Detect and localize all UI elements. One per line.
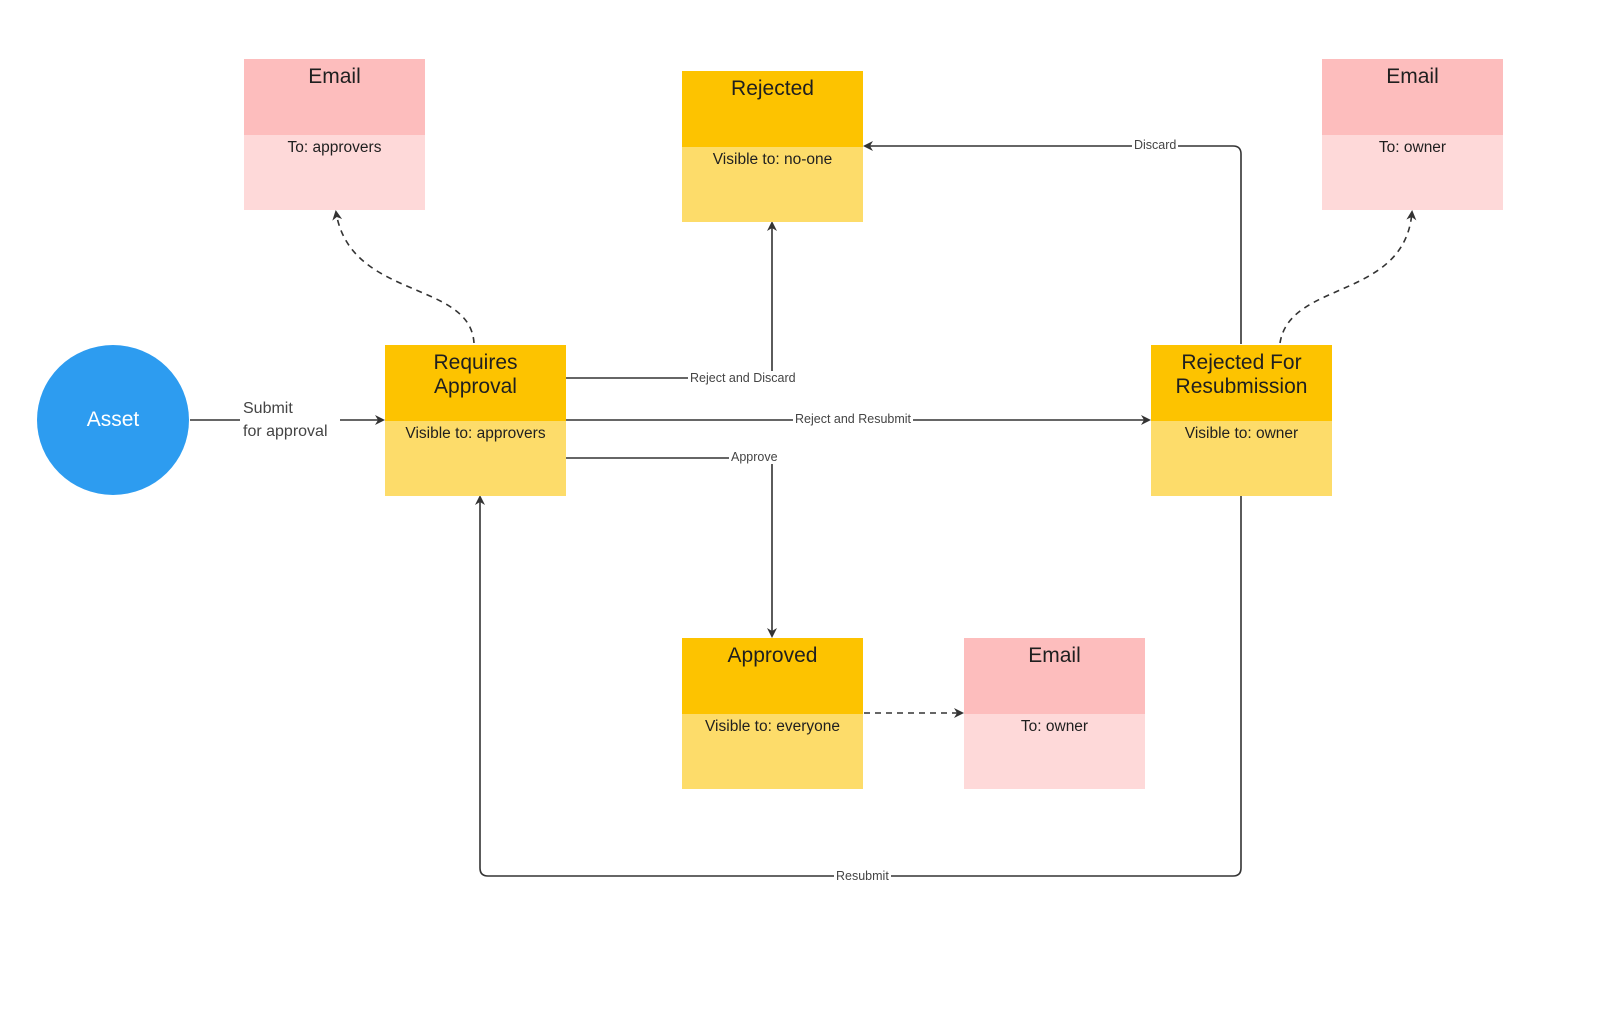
state-visibility: Visible to: no-one	[682, 147, 863, 222]
asset-label: Asset	[86, 408, 140, 431]
state-title: Rejected For Resubmission	[1151, 345, 1332, 421]
state-title: Approved	[682, 638, 863, 714]
edge-notify-approvers	[332, 210, 475, 344]
asset-start-node[interactable]: Asset	[37, 345, 189, 495]
edge-reject-and-discard	[566, 221, 777, 379]
email-recipient: To: owner	[1322, 135, 1503, 210]
email-recipient: To: approvers	[244, 135, 425, 210]
state-visibility: Visible to: approvers	[385, 421, 566, 496]
state-title: Requires Approval	[385, 345, 566, 421]
edge-approve	[566, 457, 777, 638]
email-title: Email	[964, 638, 1145, 714]
state-visibility: Visible to: owner	[1151, 421, 1332, 496]
edge-label-submit: Submit for approval	[243, 400, 328, 440]
edge-label-reject-and-resubmit: Reject and Resubmit	[793, 412, 914, 426]
state-rejected-for-resubmission[interactable]: Rejected For Resubmission Visible to: ow…	[1151, 345, 1332, 496]
email-to-owner-approved[interactable]: Email To: owner	[964, 638, 1145, 789]
state-requires-approval[interactable]: Requires Approval Visible to: approvers	[385, 345, 566, 496]
email-to-approvers[interactable]: Email To: approvers	[244, 59, 425, 210]
state-title: Rejected	[682, 71, 863, 147]
state-visibility: Visible to: everyone	[682, 714, 863, 789]
state-approved[interactable]: Approved Visible to: everyone	[682, 638, 863, 789]
state-rejected[interactable]: Rejected Visible to: no-one	[682, 71, 863, 222]
edge-label-approve: Approve	[729, 450, 780, 464]
email-to-owner-rejected[interactable]: Email To: owner	[1322, 59, 1503, 210]
email-recipient: To: owner	[964, 714, 1145, 789]
email-title: Email	[244, 59, 425, 135]
edge-label-resubmit: Resubmit	[834, 869, 891, 883]
edge-label-reject-and-discard: Reject and Discard	[688, 371, 798, 385]
edge-notify-owner-rejected	[1279, 210, 1417, 344]
edge-discard	[863, 141, 1242, 344]
edge-label-discard: Discard	[1132, 138, 1179, 152]
email-title: Email	[1322, 59, 1503, 135]
